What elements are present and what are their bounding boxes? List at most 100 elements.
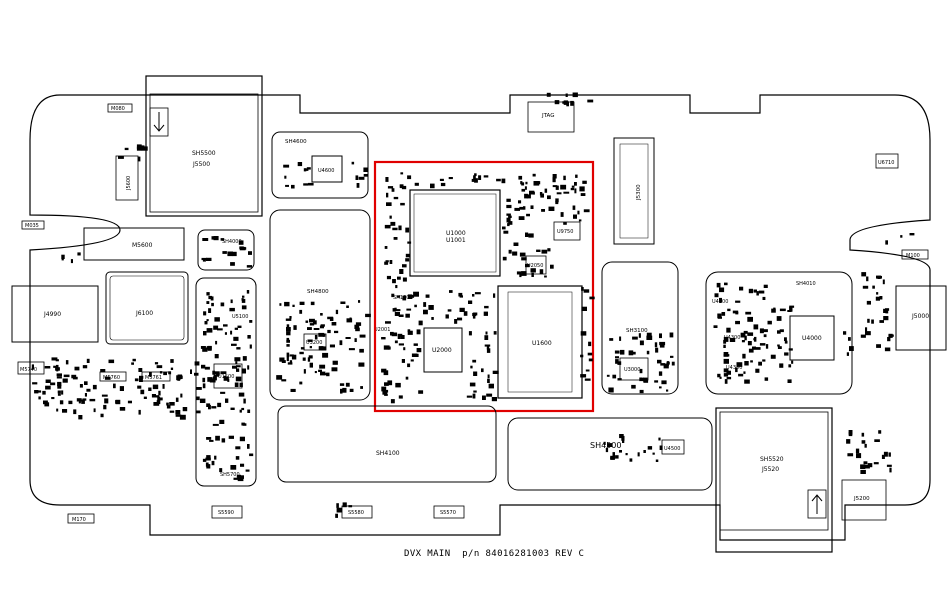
- smd-pad: [474, 292, 481, 295]
- smd-pad: [359, 348, 364, 353]
- smd-pad: [762, 359, 766, 362]
- smd-pad: [622, 439, 625, 443]
- smd-pad: [472, 314, 476, 319]
- smd-pad: [229, 307, 235, 312]
- smd-pad: [885, 308, 890, 311]
- smd-pad: [306, 167, 311, 170]
- smd-pad: [177, 375, 183, 379]
- smd-pad: [215, 435, 220, 441]
- smd-pad: [381, 337, 386, 340]
- smd-pad: [281, 360, 286, 363]
- smd-pad: [860, 334, 866, 338]
- smd-pad: [647, 446, 653, 450]
- smd-pad: [313, 320, 317, 325]
- j5600-box: [115, 155, 139, 201]
- smd-pad: [299, 309, 303, 314]
- label-sh4000: SH4000: [222, 239, 242, 245]
- smd-pad: [303, 369, 306, 374]
- smd-pad: [883, 451, 888, 457]
- smd-pad: [348, 505, 353, 508]
- smd-pad: [472, 393, 476, 399]
- smd-pad: [57, 390, 61, 394]
- smd-pad: [287, 362, 293, 365]
- smd-pad: [847, 453, 854, 457]
- smd-pad: [65, 360, 69, 365]
- smd-pad: [736, 362, 743, 367]
- smd-pad: [547, 248, 551, 252]
- smd-pad: [394, 311, 400, 316]
- smd-pad: [615, 455, 619, 459]
- smd-pad: [428, 305, 434, 310]
- smd-pad: [279, 357, 285, 362]
- smd-pad: [205, 457, 211, 461]
- smd-pad: [849, 346, 854, 351]
- smd-pad: [214, 354, 219, 359]
- label-u1000: U1000: [446, 230, 466, 237]
- smd-pad: [533, 181, 540, 186]
- smd-pad: [166, 402, 169, 406]
- smd-pad: [554, 100, 560, 105]
- smd-pad: [615, 359, 619, 364]
- smd-pad: [383, 370, 389, 376]
- smd-pad: [284, 175, 287, 179]
- smd-pad: [355, 175, 359, 180]
- smd-pad: [217, 328, 223, 331]
- smd-pad: [646, 332, 652, 337]
- smd-pad: [329, 317, 334, 321]
- smd-pad: [355, 327, 360, 332]
- smd-pad: [237, 325, 242, 328]
- smd-pad: [235, 361, 238, 365]
- label-m5740: M5740: [20, 367, 37, 373]
- smd-pad: [555, 185, 559, 190]
- smd-pad: [118, 156, 124, 159]
- smd-pad: [454, 319, 458, 324]
- smd-pad: [713, 325, 718, 328]
- smd-pad: [483, 311, 488, 316]
- smd-pad: [307, 339, 313, 342]
- smd-pad: [900, 235, 903, 238]
- smd-pad: [209, 378, 216, 383]
- smd-pad: [638, 333, 641, 338]
- smd-pad: [405, 227, 410, 233]
- smd-pad: [242, 356, 247, 361]
- smd-pad: [529, 190, 535, 195]
- smd-pad: [239, 409, 242, 413]
- smd-pad: [407, 363, 411, 368]
- smd-pad: [414, 182, 419, 186]
- smd-pad: [856, 453, 862, 459]
- smd-pad: [614, 350, 620, 354]
- smd-pad: [747, 316, 753, 322]
- label-sh3100: SH3100: [626, 328, 648, 334]
- smd-pad: [213, 371, 220, 375]
- smd-pad: [157, 396, 161, 401]
- smd-pad: [639, 377, 643, 382]
- smd-pad: [392, 279, 396, 284]
- smd-pad: [237, 477, 244, 482]
- smd-pad: [393, 237, 398, 240]
- smd-pad: [410, 359, 414, 362]
- smd-pad: [314, 371, 317, 374]
- smd-pad: [391, 332, 398, 337]
- smd-pad: [607, 443, 613, 447]
- smd-pad: [764, 377, 769, 381]
- smd-pad: [860, 464, 866, 469]
- smd-pad: [93, 408, 96, 413]
- smd-pad: [387, 346, 391, 350]
- smd-pad: [286, 327, 291, 332]
- smd-pad: [540, 193, 544, 198]
- smd-pad: [887, 337, 891, 342]
- smd-pad: [483, 175, 489, 178]
- smd-pad: [299, 301, 305, 305]
- smd-pad: [755, 368, 760, 373]
- smd-pad: [212, 423, 219, 426]
- smd-pad: [224, 332, 227, 335]
- smd-pad: [519, 274, 522, 278]
- label-u6710: U6710: [878, 160, 894, 166]
- smd-pad: [200, 346, 206, 349]
- smd-pad: [788, 364, 792, 368]
- sh3100-shield: [601, 261, 679, 395]
- smd-pad: [153, 402, 160, 406]
- smd-pad: [227, 378, 230, 382]
- smd-pad: [486, 345, 490, 350]
- smd-pad: [213, 325, 219, 330]
